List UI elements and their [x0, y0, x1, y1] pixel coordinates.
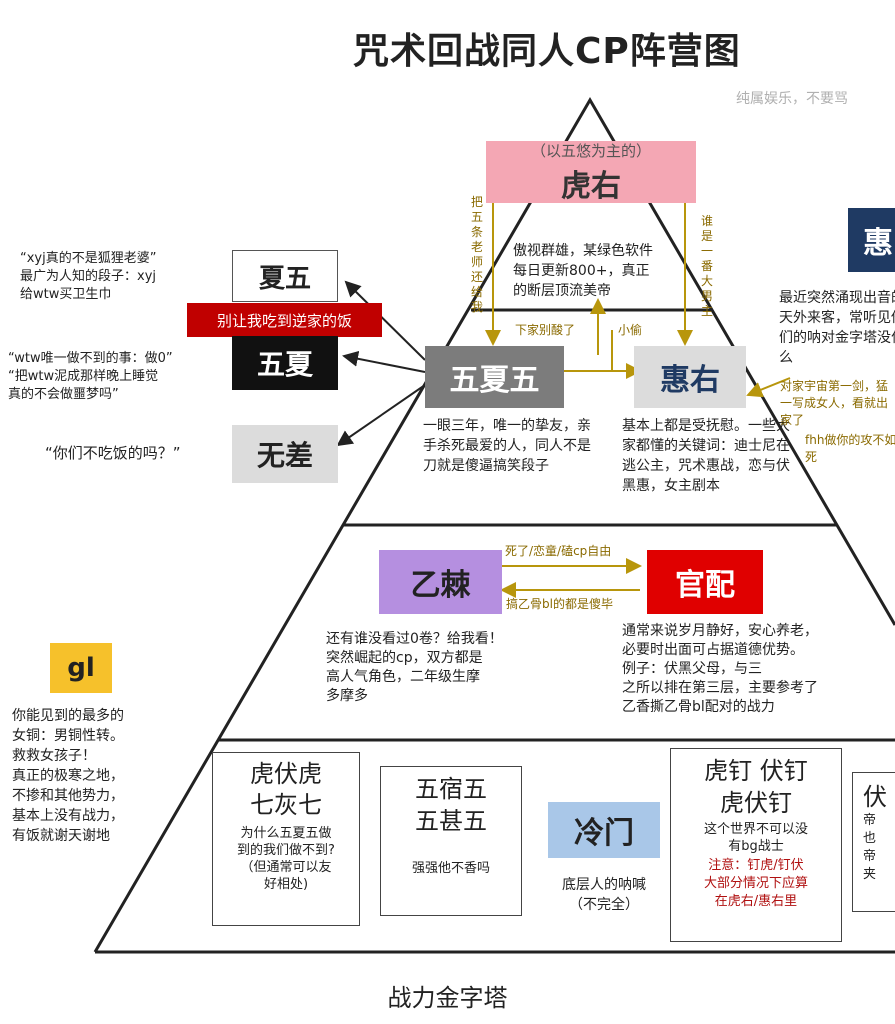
arrow-label-bottom: 搞乙骨bl的都是傻毕: [506, 597, 613, 611]
arrow-side-note: [746, 377, 791, 398]
tier4-box-1-title: 虎伏虎 七灰七: [250, 760, 322, 819]
leng-men-desc: 底层人的呐喊 （不完全）: [562, 877, 646, 913]
bottom-label: 战力金字塔: [387, 984, 508, 1012]
arrow-to-xia-wu: [344, 280, 426, 361]
tier4-box-2: 五宿五 五甚五 强强他不香吗: [380, 766, 522, 916]
banner: 别让我吃到逆家的饭: [187, 303, 382, 337]
guan-pei-box: 官配: [647, 550, 763, 614]
wxw-desc: 一眼三年，唯一的挚友，亲手杀死最爱的人，同人不是刀就是傻逼搞笑段子: [423, 418, 591, 474]
hu-you-desc: 傲视群雄，某绿色软件每日更新800+，真正的断层顶流美帝: [513, 243, 653, 299]
side-note: 对家宇宙第一剑，猛一写成女人，看就出家了: [780, 379, 889, 427]
hui-you-box: 惠右: [634, 346, 746, 408]
hu-you-box: （以五悠为主的） 虎右: [486, 141, 696, 204]
page-title: 咒术回战同人CP阵营图: [353, 31, 741, 72]
hu-you-label: 虎右: [561, 168, 621, 204]
tier4-box-3-desc: 这个世界不可以没 有bg战士: [703, 822, 808, 854]
hui-desc: 最近突然涌现出音的天外来客，常听见他们的呐对金字塔没什么: [779, 290, 895, 366]
wu-xia-box: 五夏: [232, 336, 338, 390]
wu-cha-box: 无差: [232, 425, 338, 483]
hui-box: 惠: [848, 208, 895, 272]
wu-xia-note: “wtw唯一做不到的事：做0” “把wtw泥成那样晚上睡觉 真的不会做噩梦吗”: [8, 351, 173, 402]
hu-you-subtitle: （以五悠为主的）: [530, 141, 651, 160]
yi-ji-box: 乙棘: [379, 550, 502, 614]
arrow-label-thief: 小偷: [618, 323, 643, 337]
tier4-box-2-desc: 强强他不香吗: [411, 861, 490, 876]
tier4-box-2-title: 五宿五 五甚五: [415, 775, 487, 835]
hui-you-desc: 基本上都是受抚慰。一些大家都懂的关键词：迪士尼在逃公主，咒术惠战，恋与伏黑惠，女…: [622, 418, 790, 494]
gl-box: gl: [50, 643, 112, 693]
tier4-box-3-note: 注意：钉虎/钉伏 大部分情况下应算 在虎右/惠右里: [703, 858, 808, 909]
side-note-2: fhh做你的攻不如死: [805, 433, 895, 464]
tier4-box-3-title: 虎钉 伏钉 虎伏钉: [704, 757, 808, 817]
tier4-box-3: 虎钉 伏钉 虎伏钉 这个世界不可以没 有bg战士 注意：钉虎/钉伏 大部分情况下…: [670, 748, 842, 942]
wu-cha-note: “你们不吃饭的吗？”: [45, 444, 181, 462]
yi-ji-desc: 还有谁没看过0卷？给我看！ 突然崛起的cp，双方都是 高人气角色，二年级生摩 多…: [326, 631, 503, 704]
xia-wu-note: “xyj真的不是狐狸老婆” 最广为人知的段子：xyj 给wtw买卫生巾: [20, 251, 157, 302]
vertical-note-right: 谁是一番大男主: [700, 214, 713, 318]
tier4-box-1: 虎伏虎 七灰七 为什么五夏五做 到的我们做不到? （但通常可以友 好相处): [212, 752, 360, 926]
tier4-box-1-desc: 为什么五夏五做 到的我们做不到? （但通常可以友 好相处): [237, 826, 335, 892]
arrow-to-wu-xia: [342, 350, 426, 373]
arrow-label-xiajia: 下家别酸了: [515, 323, 576, 337]
arrow-label-top: 死了/恋童/磕cp自由: [505, 544, 612, 558]
arrow-to-wu-cha: [336, 384, 426, 447]
leng-men-box: 冷门: [548, 802, 660, 858]
wxw-box: 五夏五: [425, 346, 564, 408]
tier4-box-4-title: 伏: [863, 783, 887, 811]
gl-desc: 你能见到的最多的 女铜：男铜性转。 救救女孩子！ 真正的极寒之地， 不掺和其他势…: [12, 708, 124, 844]
vertical-note-left: 把五条老师还给我: [470, 195, 483, 314]
tier4-box-4-desc: 帝 也 帝 夹: [863, 813, 877, 882]
xia-wu-box: 夏五: [232, 250, 338, 302]
subtitle: 纯属娱乐，不要骂: [736, 91, 848, 107]
pyramid-outline: [93, 97, 895, 953]
guan-pei-desc: 通常来说岁月静好，安心养老， 必要时出面可占据道德优势。 例子：伏黑父母，与三 …: [622, 623, 818, 715]
tier4-box-4: 伏 帝 也 帝 夹: [852, 772, 895, 912]
